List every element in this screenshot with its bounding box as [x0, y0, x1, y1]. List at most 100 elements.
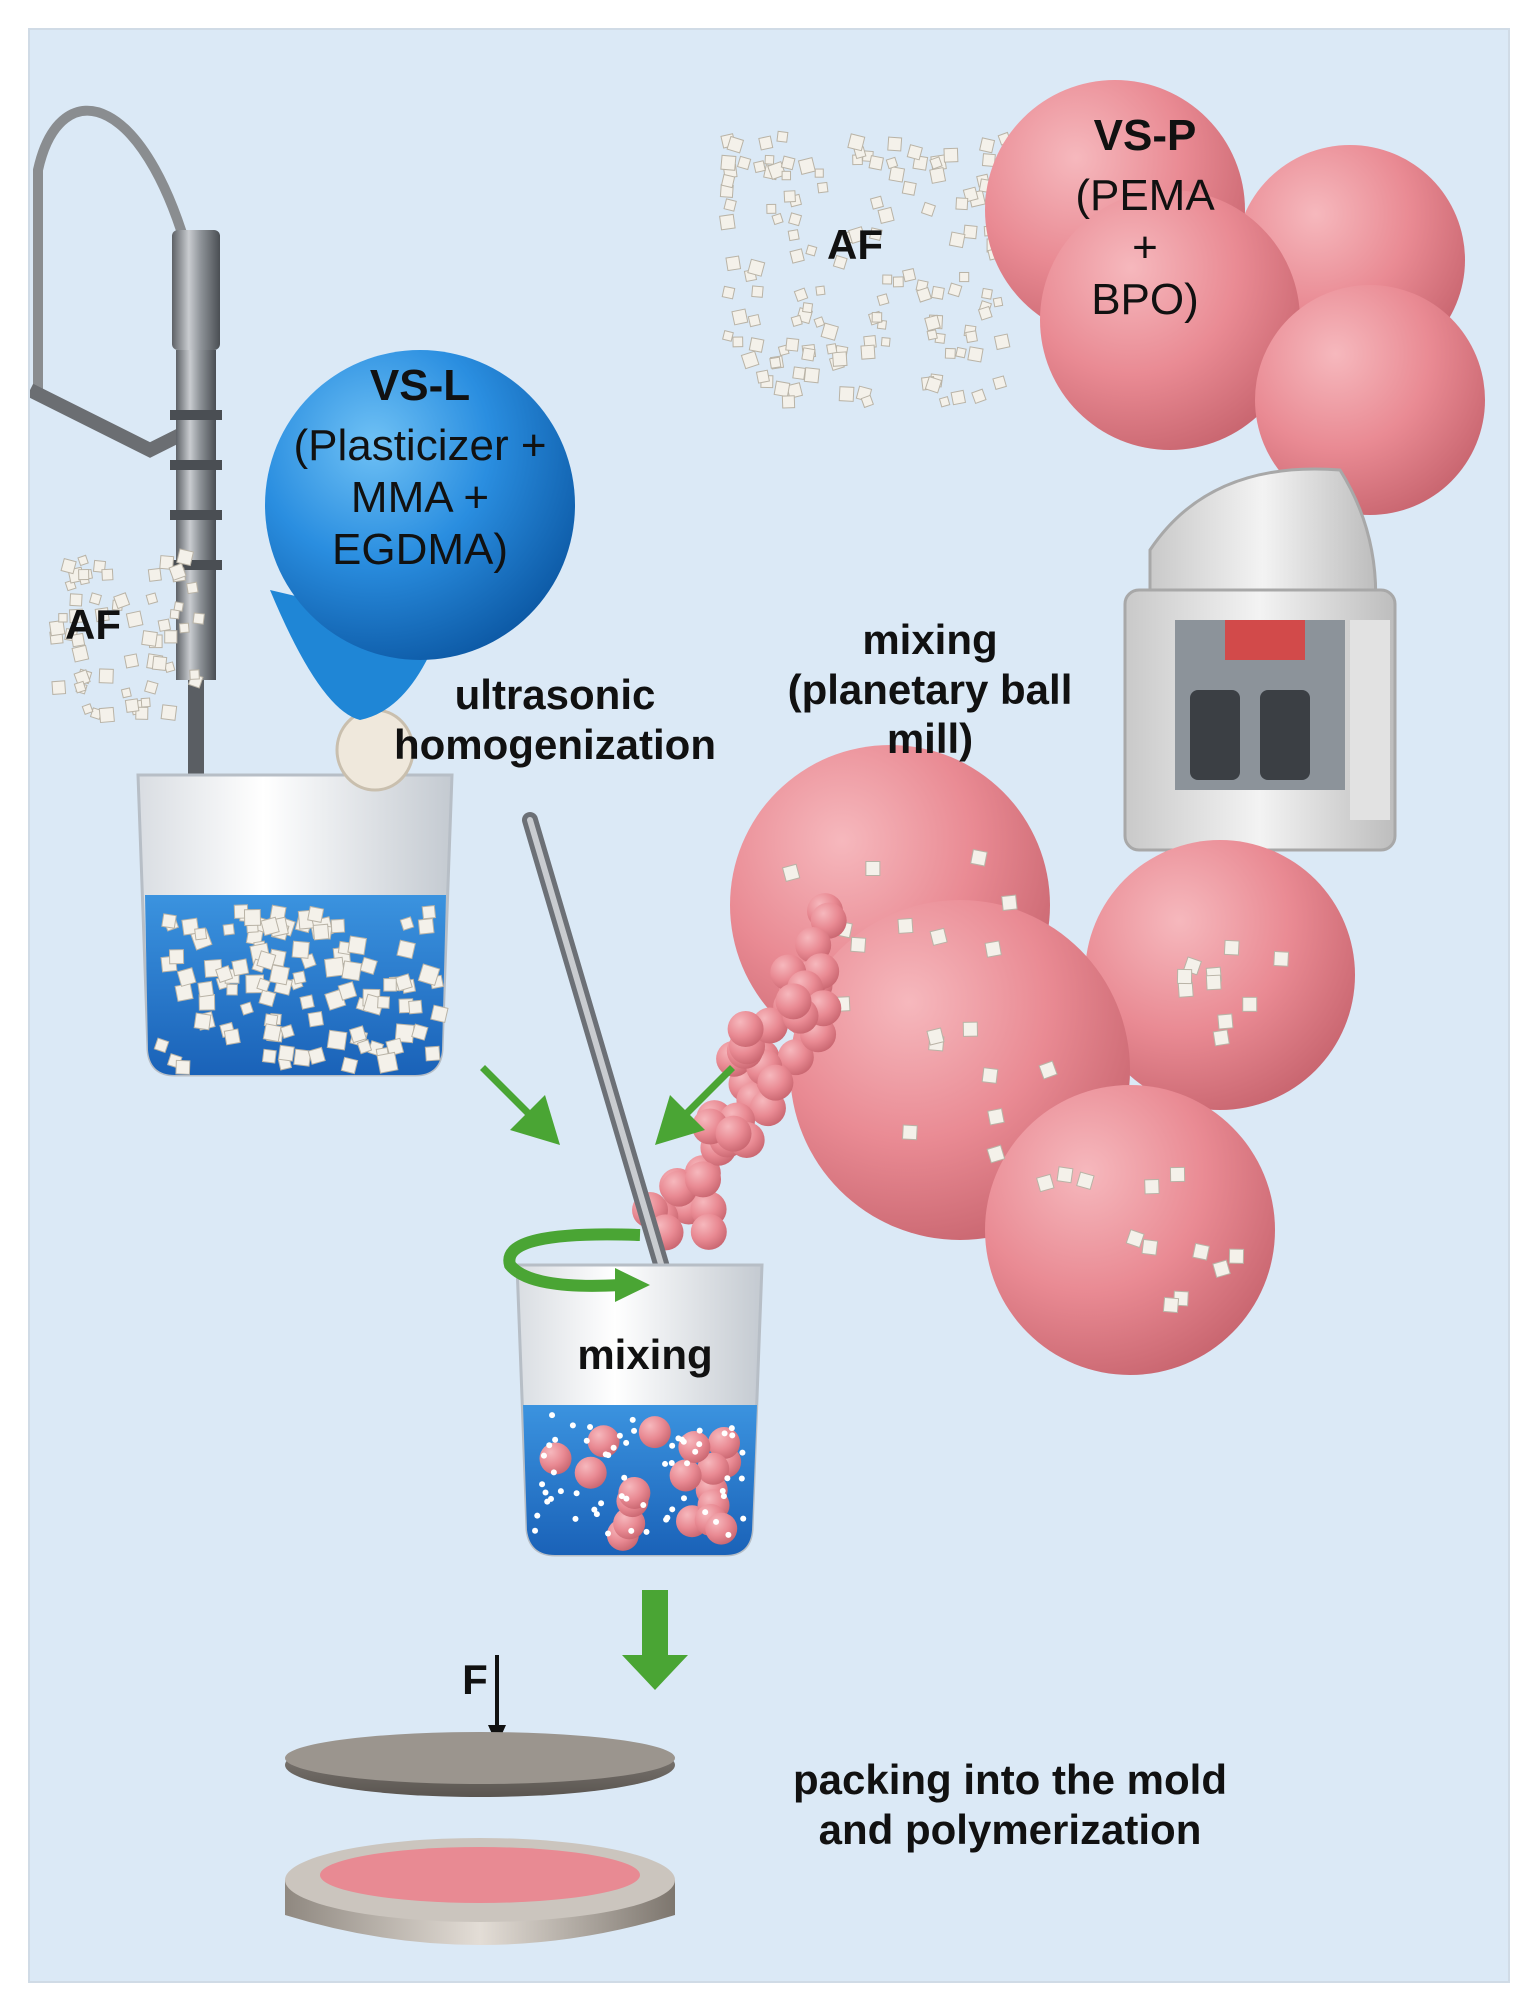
af-cube — [781, 170, 792, 181]
vs-p-spheres — [985, 80, 1485, 515]
af-cube — [826, 343, 838, 355]
af-cube — [897, 917, 914, 934]
af-cube — [901, 180, 917, 196]
af-particle — [728, 1425, 735, 1432]
af-cube — [71, 644, 90, 663]
af-cube — [1144, 1178, 1160, 1195]
af-cube — [1205, 974, 1222, 991]
ultrasonic-probe-icon — [30, 105, 222, 820]
af-cube — [160, 704, 178, 721]
af-cube — [408, 999, 423, 1015]
af-cube — [145, 592, 159, 605]
af-cube — [383, 978, 397, 992]
af-particle — [668, 1459, 675, 1466]
af-cube — [832, 254, 848, 270]
pink-bead — [757, 1064, 794, 1101]
af-cube — [1242, 996, 1258, 1012]
af-cube — [962, 1021, 978, 1037]
af-cube — [820, 322, 839, 341]
af-cube — [279, 1024, 295, 1040]
af-cube — [722, 329, 734, 342]
af-cube — [987, 1107, 1005, 1126]
af-particle — [569, 1422, 576, 1429]
af-cube — [736, 155, 752, 171]
af-cube — [226, 983, 238, 996]
af-cube — [277, 1044, 295, 1062]
af-particle — [738, 1475, 745, 1482]
af-cube — [868, 155, 884, 171]
af-cube — [993, 333, 1011, 351]
vs-l-composition: (Plasticizer + MMA + EGDMA) — [293, 421, 547, 574]
af-cube — [424, 1045, 441, 1062]
af-cube — [1038, 1060, 1058, 1080]
pink-bead — [539, 1442, 572, 1475]
af-cube — [1169, 1166, 1186, 1183]
af-cube — [123, 653, 140, 669]
af-cube — [1056, 1166, 1074, 1184]
af-particle — [629, 1416, 636, 1423]
af-cube — [726, 135, 745, 154]
af-cube — [832, 351, 848, 367]
af-cube — [1177, 981, 1194, 998]
af-cube — [947, 282, 963, 298]
af-cube — [337, 981, 358, 1001]
rotation-arrow-icon — [503, 1228, 650, 1302]
af-label-left: AF — [65, 601, 121, 648]
af-cube — [929, 166, 947, 184]
af-cube — [901, 1124, 918, 1141]
af-cube — [1273, 950, 1290, 967]
af-cube — [174, 982, 194, 1002]
af-cube — [197, 980, 214, 998]
af-cube — [307, 1046, 326, 1065]
af-particle — [539, 1481, 546, 1488]
af-cube — [740, 350, 760, 370]
af-cube — [803, 367, 820, 384]
af-cube — [887, 136, 903, 152]
af-particle — [593, 1511, 600, 1518]
af-particle — [725, 1531, 732, 1538]
af-cube — [98, 706, 115, 724]
af-cube — [256, 950, 277, 971]
af-cube — [417, 918, 435, 935]
af-cube — [920, 201, 936, 217]
af-cube — [161, 913, 177, 929]
af-particle — [696, 1427, 703, 1434]
af-cube — [758, 135, 774, 151]
af-particle — [591, 1506, 598, 1513]
af-cube — [186, 581, 199, 595]
pink-bead — [685, 1161, 722, 1198]
af-cube — [755, 369, 770, 384]
af-cube — [892, 276, 904, 288]
af-cube — [261, 1048, 277, 1064]
af-particle — [623, 1495, 630, 1502]
af-cube — [965, 330, 978, 344]
af-cube — [788, 212, 803, 227]
af-particle — [740, 1515, 747, 1522]
af-cube — [260, 916, 280, 937]
af-cube — [147, 567, 162, 582]
af-particle — [623, 1439, 630, 1446]
process-diagram: AF AF VS-P (PEMA + BPO) VS-L (Plasticize… — [28, 28, 1510, 1983]
af-cube — [81, 703, 94, 715]
af-cube — [876, 293, 890, 307]
af-cube — [359, 956, 378, 975]
af-cube — [1162, 1296, 1180, 1314]
af-cube — [376, 1051, 399, 1074]
af-cube — [929, 156, 943, 170]
af-cube — [194, 927, 208, 941]
af-particle — [557, 1488, 564, 1495]
af-cube — [977, 305, 993, 321]
af-cube — [1176, 968, 1193, 985]
af-cube — [916, 286, 932, 303]
af-cube — [1212, 1029, 1230, 1047]
af-cube — [814, 168, 824, 178]
pink-bead — [775, 983, 812, 1020]
pink-bead — [669, 1459, 702, 1492]
af-cube — [141, 630, 158, 647]
af-cube — [348, 1025, 367, 1044]
af-particle — [598, 1500, 605, 1507]
af-cube — [981, 287, 993, 300]
af-cube — [385, 1037, 405, 1057]
ultrasonic-homogenization-label: ultrasonic homogenization — [394, 671, 716, 768]
af-cube — [943, 147, 959, 163]
